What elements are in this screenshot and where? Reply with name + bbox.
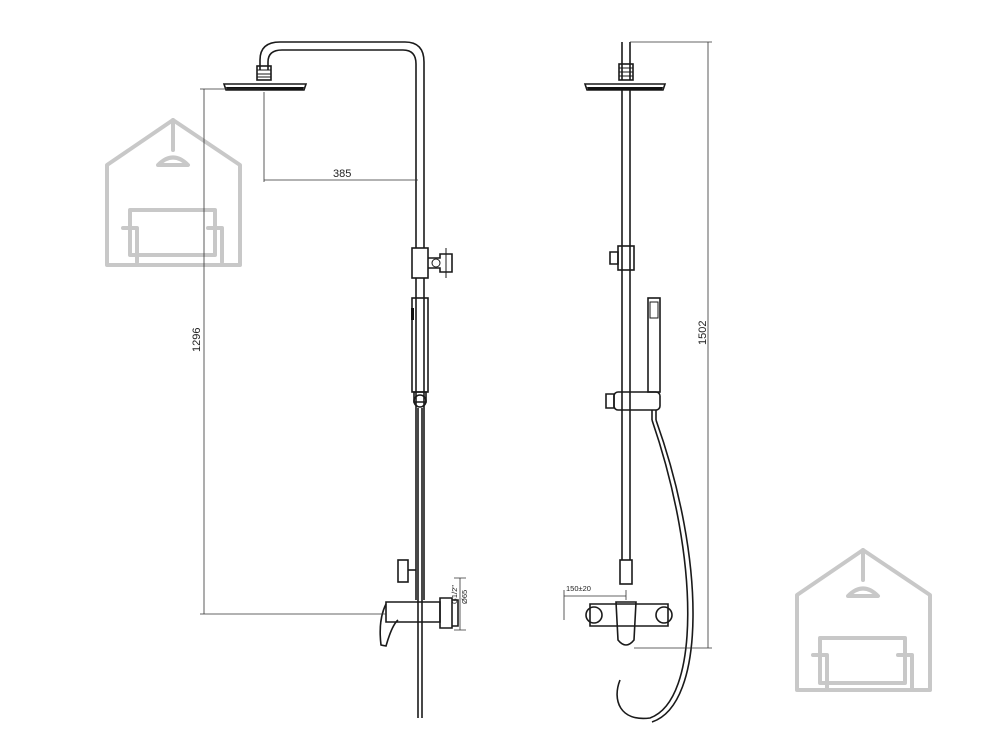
house-logo-watermark-right — [795, 548, 932, 692]
side-view: 1502 150±20 — [563, 41, 712, 723]
rain-shower-head — [222, 65, 308, 91]
dim-wall-offset-label: 150±20 — [566, 584, 591, 593]
dim-thread-label: G1/2" — [450, 585, 459, 604]
side-mixer-valve — [585, 559, 673, 646]
dim-head-height-label: 1296 — [191, 328, 203, 352]
house-logo-watermark-left — [105, 118, 242, 267]
dim-line-385 — [263, 92, 418, 182]
side-riser-pipe — [621, 42, 631, 560]
mixer-valve — [379, 559, 459, 647]
side-shower-hose — [616, 419, 689, 720]
height-adjuster — [411, 247, 429, 279]
riser-pipe — [415, 278, 425, 600]
dim-arm-length-label: 385 — [333, 168, 351, 180]
side-rain-shower-head — [583, 63, 667, 91]
dim-line-150 — [563, 590, 627, 620]
dim-total-height-label: 1502 — [697, 321, 709, 345]
dim-line-1502 — [630, 41, 712, 649]
front-view: 385 1296 G1/2" Ø65 — [191, 41, 469, 718]
dim-diameter-label: Ø65 — [460, 590, 469, 604]
overhead-arm — [259, 41, 425, 248]
dim-line-1296 — [200, 88, 386, 615]
hand-shower — [411, 297, 429, 718]
side-hand-shower — [616, 297, 694, 723]
